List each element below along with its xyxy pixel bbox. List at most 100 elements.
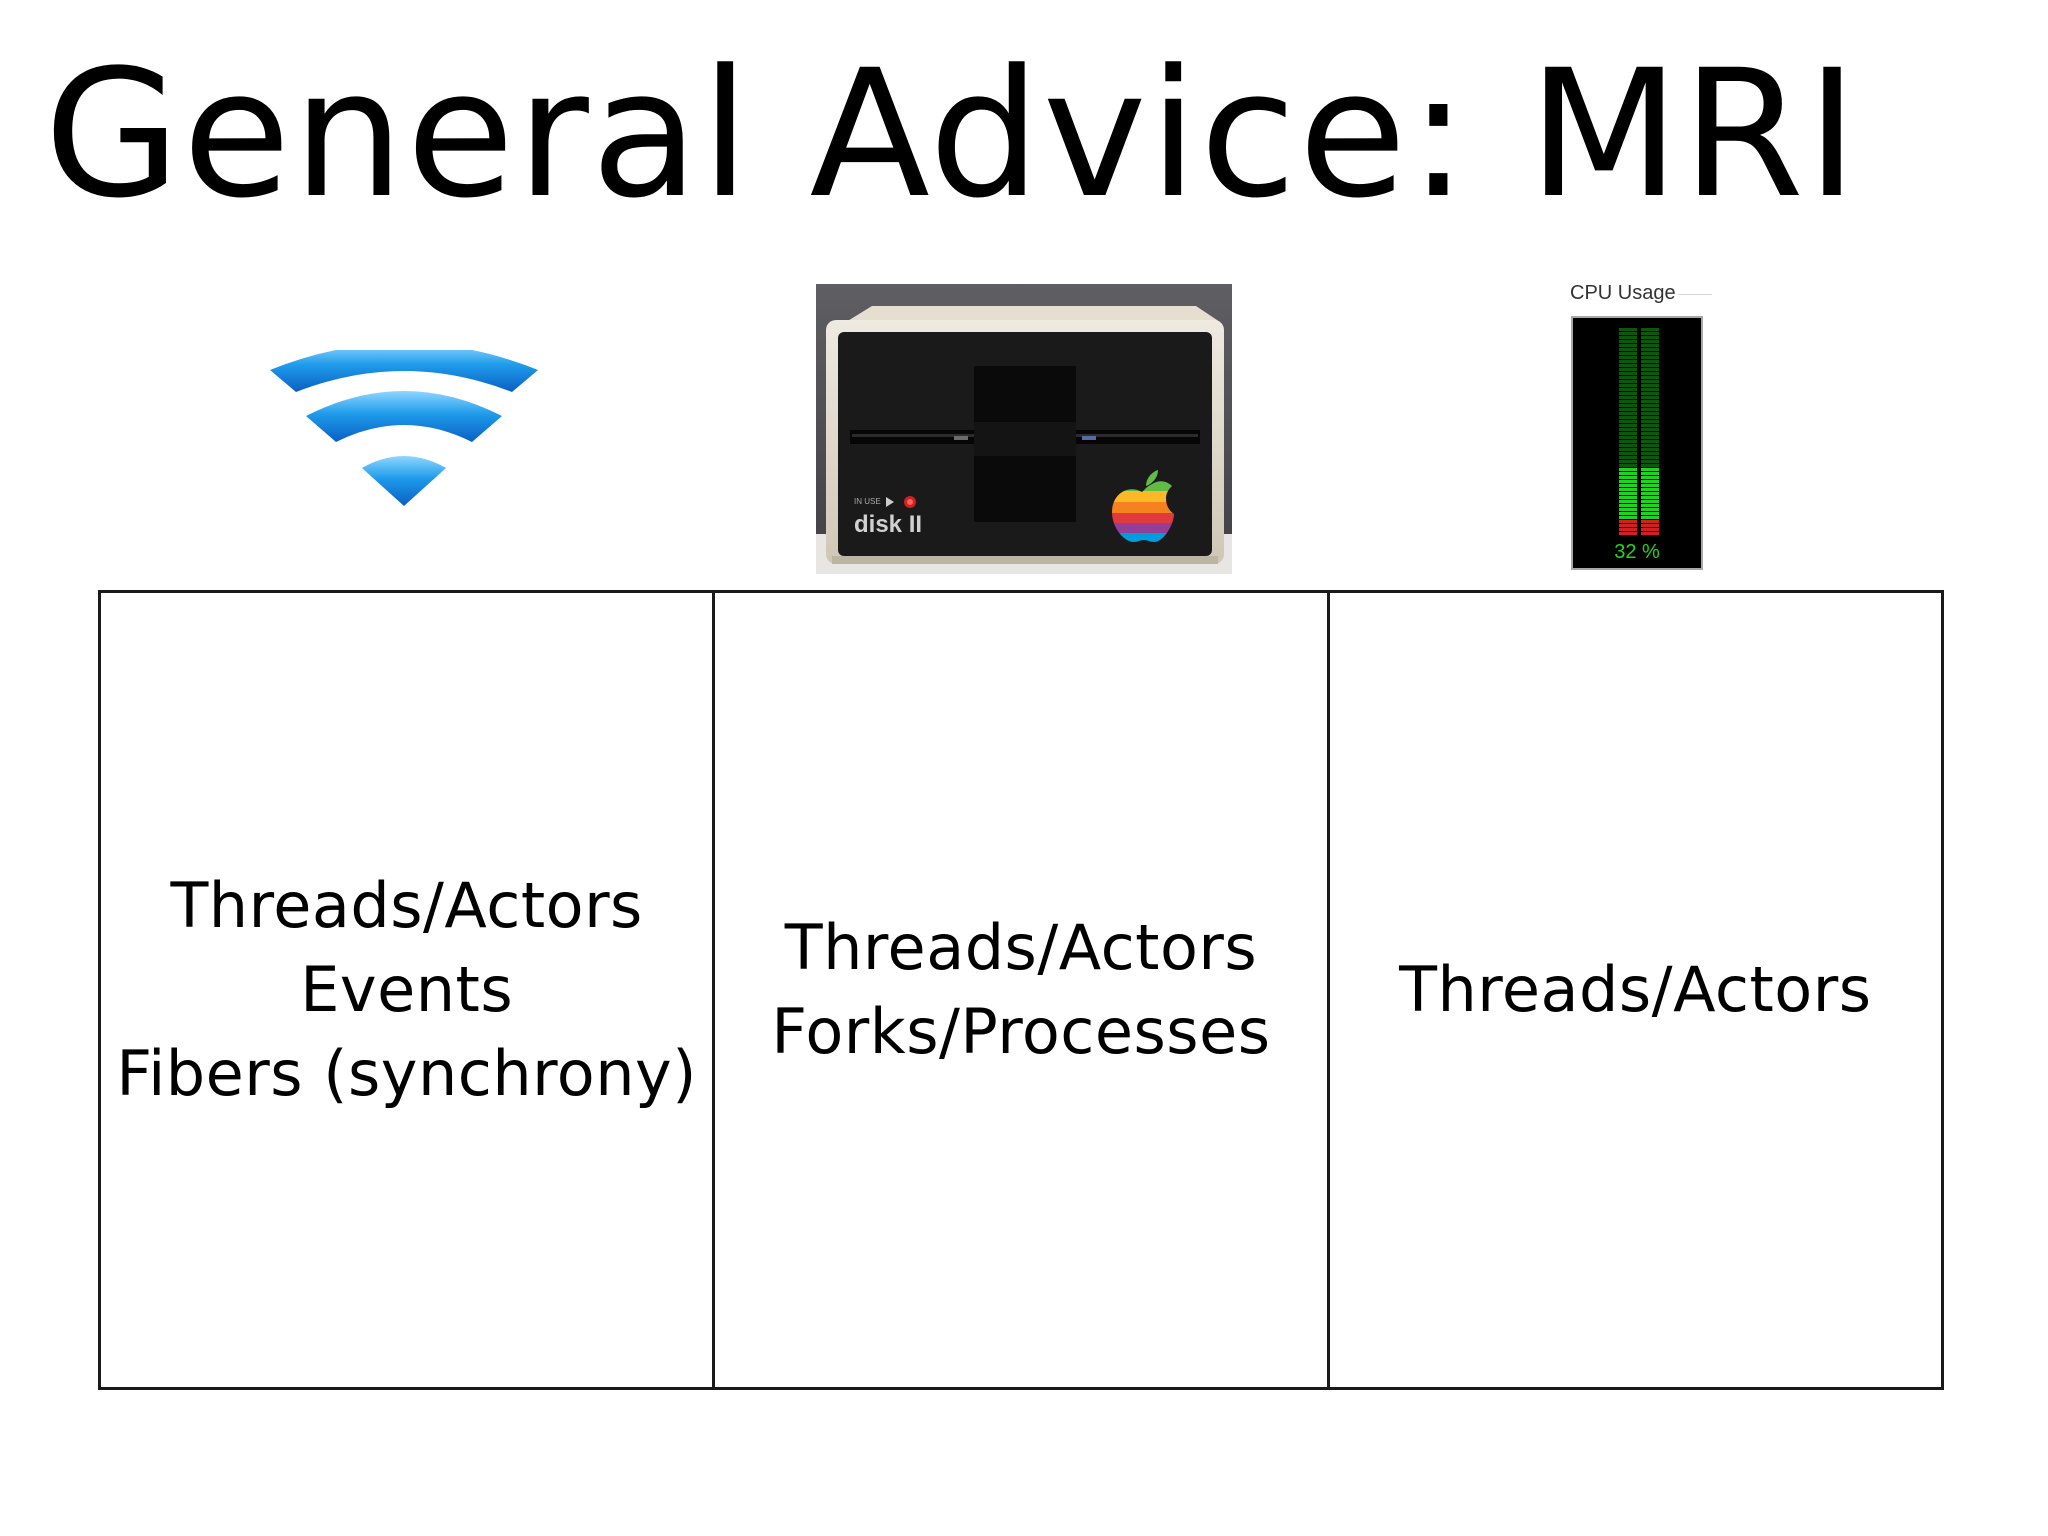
slide-title: General Advice: MRI: [44, 32, 1860, 237]
cpu-meter-segment: [1619, 360, 1637, 363]
cpu-meter-segment: [1619, 344, 1637, 347]
cpu-meter-segment: [1641, 424, 1659, 427]
cpu-meter-segment: [1641, 488, 1659, 491]
cpu-meter-segment: [1641, 508, 1659, 511]
cpu-meter-segment: [1641, 336, 1659, 339]
table-cell-line: Threads/Actors: [784, 911, 1258, 984]
cpu-meter-segment: [1619, 504, 1637, 507]
cpu-meter-segment: [1619, 376, 1637, 379]
cpu-meter-segment: [1641, 480, 1659, 483]
cpu-meter-segment: [1619, 432, 1637, 435]
cpu-meter-segment: [1619, 372, 1637, 375]
cpu-meter-segment: [1619, 500, 1637, 503]
cpu-meter-segment: [1641, 384, 1659, 387]
cpu-meter-segment: [1641, 500, 1659, 503]
cpu-meter-segment: [1641, 468, 1659, 471]
table-cell-line: Fibers (synchrony): [116, 1037, 697, 1110]
table-cell-line: Threads/Actors: [1399, 953, 1872, 1026]
cpu-meter-segment: [1641, 352, 1659, 355]
table-cell-cpu: Threads/Actors: [1330, 593, 1941, 1387]
disk-brand-label: disk II: [854, 511, 922, 538]
cpu-meter-segment: [1619, 480, 1637, 483]
cpu-meter-segment: [1641, 484, 1659, 487]
cpu-meter-segment: [1641, 392, 1659, 395]
cpu-meter-screen: 32 %: [1571, 316, 1703, 570]
cpu-meter-segment: [1641, 400, 1659, 403]
cpu-meter-segment: [1619, 532, 1637, 535]
cpu-meter-segment: [1619, 356, 1637, 359]
cpu-meter-segment: [1619, 396, 1637, 399]
cpu-meter-segment: [1641, 520, 1659, 523]
cpu-meter-segment: [1641, 344, 1659, 347]
cpu-meter-segment: [1619, 332, 1637, 335]
cpu-usage-percent: 32 %: [1614, 541, 1660, 563]
cpu-meter-segment: [1641, 404, 1659, 407]
cpu-meter-segment: [1641, 348, 1659, 351]
cpu-meter-segment: [1619, 352, 1637, 355]
cpu-meter-segment: [1619, 404, 1637, 407]
cpu-meter-segment: [1619, 468, 1637, 471]
cpu-meter-segment: [1619, 464, 1637, 467]
cpu-meter-segment: [1619, 400, 1637, 403]
cpu-meter-segment: [1641, 448, 1659, 451]
cpu-meter-segment: [1619, 424, 1637, 427]
cpu-meter-segment: [1619, 348, 1637, 351]
cpu-meter-segment: [1641, 372, 1659, 375]
cpu-label-rule: [1678, 294, 1712, 295]
cpu-meter-segment: [1641, 328, 1659, 331]
cpu-usage-widget: CPU Usage 32 %: [1566, 280, 1714, 580]
cpu-meter-segment: [1619, 492, 1637, 495]
cpu-meter-segment: [1619, 364, 1637, 367]
cpu-meter-segment: [1641, 428, 1659, 431]
cpu-meter-segment: [1619, 436, 1637, 439]
cpu-meter-segment: [1641, 440, 1659, 443]
cpu-meter-segment: [1619, 448, 1637, 451]
cpu-meter-segment: [1641, 476, 1659, 479]
cpu-meter-segment: [1641, 444, 1659, 447]
cpu-meter-segment: [1619, 336, 1637, 339]
cpu-meter-segment: [1619, 440, 1637, 443]
cpu-meter-segment: [1619, 520, 1637, 523]
cpu-meter-segment: [1619, 392, 1637, 395]
cpu-meter-segment: [1641, 388, 1659, 391]
cpu-meter-segment: [1641, 416, 1659, 419]
cpu-meter-segment: [1619, 420, 1637, 423]
disk-indicator-label: IN USE: [854, 497, 881, 506]
cpu-meter-segment: [1641, 432, 1659, 435]
cpu-meter-segment: [1619, 524, 1637, 527]
table-cell-line: Events: [300, 953, 514, 1026]
cpu-meter-segment: [1641, 512, 1659, 515]
cpu-meter-segment: [1641, 524, 1659, 527]
cpu-meter-segment: [1619, 428, 1637, 431]
cpu-meter-segment: [1641, 356, 1659, 359]
cpu-meter-segment: [1619, 456, 1637, 459]
cpu-meter-segment: [1641, 436, 1659, 439]
cpu-meter-segment: [1619, 444, 1637, 447]
table-cell-line: Forks/Processes: [771, 995, 1271, 1068]
cpu-meter-segment: [1619, 516, 1637, 519]
cpu-meter-segment: [1641, 376, 1659, 379]
cpu-meter-segment: [1619, 496, 1637, 499]
cpu-meter-segment: [1641, 492, 1659, 495]
cpu-meter-segment: [1619, 408, 1637, 411]
cpu-meter-segment: [1641, 464, 1659, 467]
cpu-meter-segment: [1641, 364, 1659, 367]
cpu-meter-segment: [1619, 412, 1637, 415]
cpu-meter-segment: [1619, 512, 1637, 515]
cpu-meter-segment: [1619, 528, 1637, 531]
cpu-meter-segment: [1641, 420, 1659, 423]
cpu-meter-segment: [1641, 408, 1659, 411]
cpu-meter-segment: [1641, 380, 1659, 383]
cpu-meter-segment: [1619, 508, 1637, 511]
cpu-meter-segment: [1641, 516, 1659, 519]
cpu-meter-segment: [1641, 496, 1659, 499]
cpu-meter-segment: [1619, 484, 1637, 487]
cpu-meter-segment: [1641, 412, 1659, 415]
cpu-meter-segment: [1641, 456, 1659, 459]
table-cell-line: Threads/Actors: [170, 869, 643, 942]
cpu-meter-segment: [1641, 528, 1659, 531]
cpu-meter-segment: [1641, 532, 1659, 535]
cpu-meter-segment: [1641, 396, 1659, 399]
